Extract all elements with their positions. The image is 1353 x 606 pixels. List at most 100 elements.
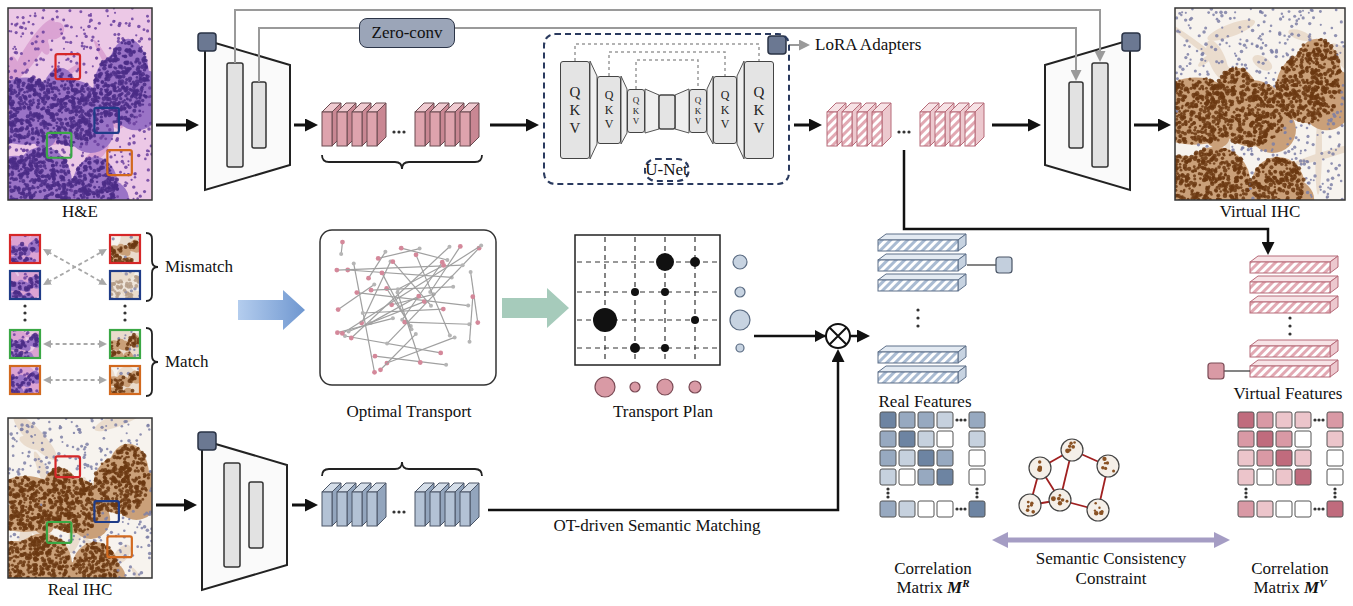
he-image — [88, 157, 91, 160]
he-image — [85, 142, 88, 145]
he-image — [125, 110, 128, 113]
he-image — [129, 137, 131, 139]
he-image — [126, 98, 128, 100]
he-image — [139, 77, 142, 80]
he-image — [60, 84, 64, 88]
he-image — [114, 181, 117, 184]
he-image — [10, 124, 14, 128]
he-image — [56, 140, 59, 143]
he-image — [23, 163, 26, 166]
virtual-ihc-image — [1234, 117, 1238, 121]
he-image — [10, 57, 13, 60]
virtual-ihc-image — [1181, 173, 1184, 176]
he-image — [40, 115, 44, 119]
he-image — [133, 51, 136, 54]
he-image — [68, 75, 71, 78]
he-image — [46, 174, 49, 177]
he-image — [114, 154, 116, 156]
he-image — [14, 157, 17, 160]
he-image — [111, 138, 113, 140]
he-image — [81, 45, 84, 48]
he-image — [47, 106, 50, 109]
he-image — [51, 39, 53, 41]
virtual-ihc-image — [1231, 146, 1233, 148]
he-image — [107, 91, 111, 95]
he-image — [84, 84, 88, 88]
he-image — [45, 167, 47, 169]
he-image — [96, 48, 99, 51]
he-image — [148, 95, 151, 98]
virtual-ihc-image — [1304, 97, 1307, 100]
he-image — [147, 20, 150, 23]
he-image — [81, 180, 84, 183]
he-image — [130, 44, 133, 47]
he-image — [85, 101, 88, 104]
he-image — [113, 102, 115, 104]
he-image — [32, 149, 35, 152]
he-image — [14, 51, 17, 54]
he-image — [90, 13, 92, 15]
he-image — [26, 132, 30, 136]
he-image — [56, 118, 58, 120]
he-image — [55, 161, 58, 164]
he-image — [37, 178, 41, 182]
he-image — [80, 27, 82, 29]
he-image — [83, 29, 85, 31]
he-image — [10, 107, 13, 110]
he-image — [29, 15, 31, 17]
he-image — [65, 41, 67, 43]
he-image — [59, 104, 63, 108]
virtual-ihc-image — [1270, 116, 1273, 119]
he-image — [106, 70, 109, 73]
he-image — [146, 149, 149, 152]
he-image — [86, 46, 89, 49]
he-image — [20, 52, 23, 55]
he-image — [121, 67, 124, 70]
virtual-ihc-image — [1275, 55, 1278, 58]
he-image — [37, 99, 40, 102]
he-image — [37, 147, 41, 151]
he-image — [22, 106, 26, 110]
he-image — [14, 23, 18, 27]
virtual-ihc-image — [1256, 111, 1259, 114]
he-image — [36, 151, 40, 155]
he-image — [106, 124, 109, 127]
he-image — [135, 116, 138, 119]
he-image — [100, 112, 104, 116]
virtual-ihc-image — [1286, 143, 1288, 145]
he-image — [63, 87, 67, 91]
he-image — [81, 42, 84, 45]
he-image — [97, 173, 101, 177]
he-image — [24, 142, 27, 145]
he-image — [25, 171, 30, 176]
virtual-ihc-image — [1183, 44, 1186, 47]
he-image — [60, 119, 62, 121]
he-image — [98, 186, 100, 188]
he-image — [17, 160, 20, 163]
he-image — [50, 116, 53, 119]
he-image — [56, 141, 60, 145]
he-image — [46, 194, 50, 198]
he-image — [84, 112, 87, 115]
he-image — [8, 169, 55, 200]
he-image — [87, 187, 89, 189]
he-image — [126, 91, 130, 95]
he-image — [136, 88, 139, 91]
he-image — [37, 120, 39, 122]
he-image — [144, 158, 147, 161]
he-image — [125, 22, 128, 25]
he-image — [22, 190, 24, 192]
he-image — [31, 129, 34, 132]
he-image — [12, 138, 16, 142]
he-image — [108, 64, 110, 66]
he-image — [63, 105, 67, 109]
he-image — [75, 113, 78, 116]
he-image — [109, 47, 111, 49]
he-image — [101, 80, 104, 83]
he-image — [124, 104, 126, 106]
he-image — [146, 179, 149, 182]
he-image — [110, 23, 113, 26]
he-image — [117, 58, 120, 61]
he-image — [101, 134, 105, 138]
he-image — [52, 81, 56, 85]
